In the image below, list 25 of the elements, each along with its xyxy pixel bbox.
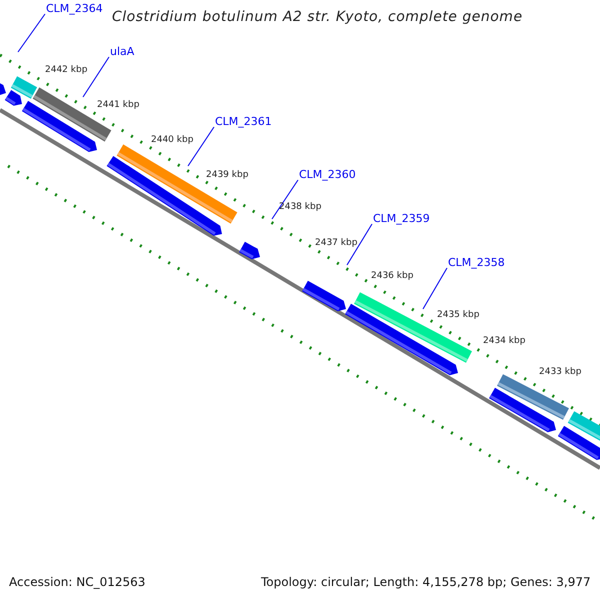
leader-line xyxy=(346,224,372,266)
map-title: Clostridium botulinum A2 str. Kyoto, complete genome xyxy=(112,10,523,26)
scale-label: 2442 kbp xyxy=(45,66,88,76)
scale-label: 2433 kbp xyxy=(539,368,582,378)
scale-label: 2441 kbp xyxy=(97,101,140,111)
gene-label: CLM_2360 xyxy=(299,169,356,182)
leader-line xyxy=(272,180,298,220)
scale-label: 2438 kbp xyxy=(279,203,322,213)
gene-label: ulaA xyxy=(110,46,134,58)
genome-info-text: Topology: circular; Length: 4,155,278 bp; Genes: 3,977 xyxy=(261,576,591,590)
gene-label: CLM_2364 xyxy=(46,3,103,16)
gene-label: CLM_2361 xyxy=(215,116,272,128)
scale-label: 2439 kbp xyxy=(206,171,248,181)
gene-label: CLM_2359 xyxy=(373,213,430,226)
leader-line xyxy=(18,14,46,52)
scale-label: 2435 kbp xyxy=(437,311,480,321)
scale-label: 2436 kbp xyxy=(371,272,414,282)
leader-line xyxy=(188,126,214,166)
scale-label: 2434 kbp xyxy=(483,337,526,347)
scale-label: 2440 kbp xyxy=(151,136,194,146)
accession-text: Accession: NC_012563 xyxy=(9,576,146,590)
leader-line xyxy=(422,268,448,310)
leader-line xyxy=(82,56,110,98)
gene-label: CLM_2358 xyxy=(448,257,505,270)
scale-label: 2437 kbp xyxy=(315,239,358,249)
